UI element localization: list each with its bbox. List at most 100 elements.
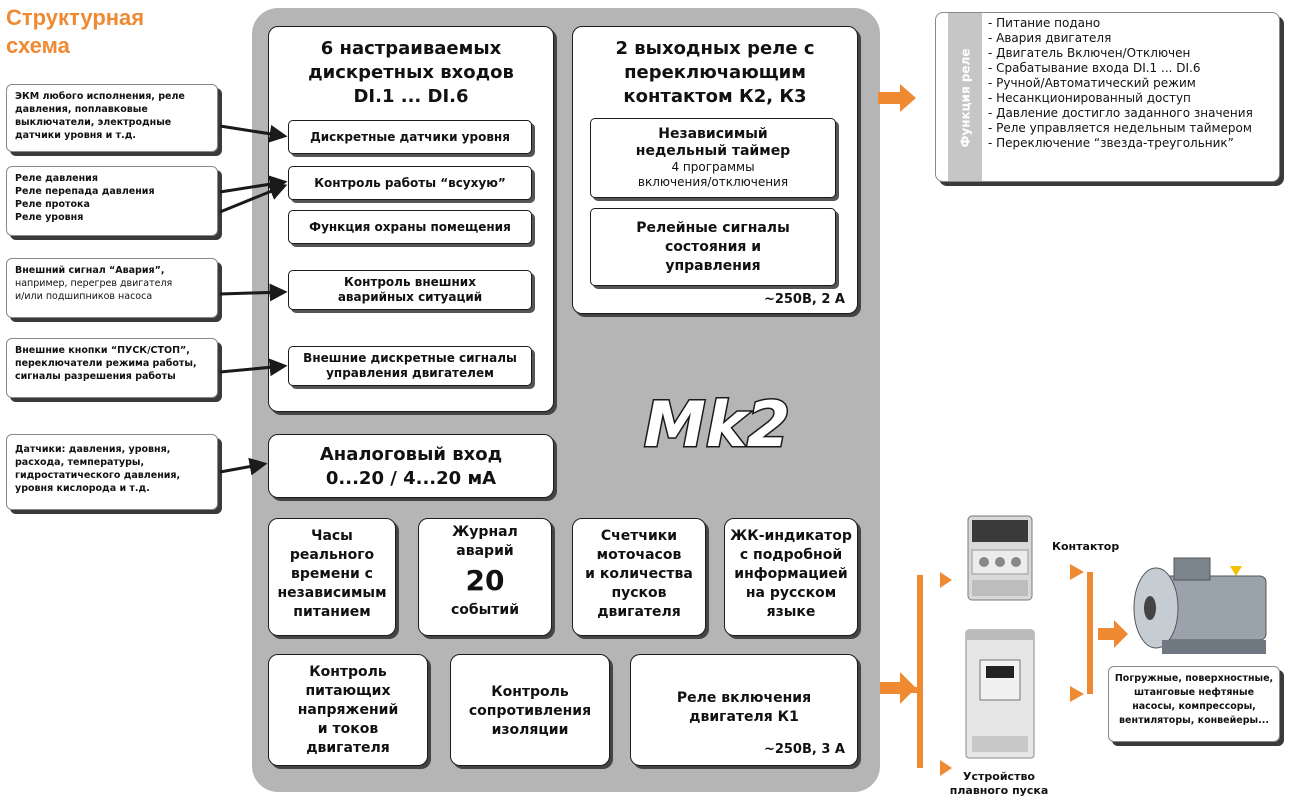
feature-line: Счетчики: [600, 528, 678, 544]
bottom-line: питающих: [305, 683, 391, 699]
arrow-contactor-out: [1050, 564, 1084, 580]
input-line: Реле давления: [15, 173, 98, 184]
arrow-starter-out: [1050, 686, 1084, 702]
output-relays-heading: 2 выходных реле с переключающим контакто…: [573, 37, 857, 109]
input-line: давления, поплавковые: [15, 104, 148, 115]
di-item-level-sensors: Дискретные датчики уровня: [288, 120, 532, 154]
input-line: Датчики: давления, уровня,: [15, 444, 171, 455]
input-line: датчики уровня и т.д.: [15, 130, 137, 141]
diagram-title: Структурная схема: [6, 4, 144, 60]
arrow-to-motor: [1098, 620, 1128, 648]
function-item: - Питание подано: [988, 16, 1101, 30]
di-item-external-alarms: Контроль внешних аварийных ситуаций: [288, 270, 532, 310]
input-box-level-sensors: ЭКМ любого исполнения, реле давления, по…: [6, 84, 218, 152]
function-item: - Ручной/Автоматический режим: [988, 76, 1196, 90]
di-item-label: Дискретные датчики уровня: [310, 129, 510, 144]
input-box-relays: Реле давления Реле перепада давления Рел…: [6, 166, 218, 236]
input-line: сигналы разрешения работы: [15, 371, 176, 382]
alarm-log-box: Журнал аварий 20 событий: [418, 518, 552, 636]
discrete-inputs-heading: 6 настраиваемых дискретных входов DI.1 .…: [269, 37, 553, 109]
function-item: - Двигатель Включен/Отключен: [988, 46, 1191, 60]
relay-functions-label: Функция реле: [958, 48, 972, 148]
bottom-line: Контроль: [491, 684, 569, 700]
function-item: - Переключение “звезда-треугольник”: [988, 136, 1234, 150]
feature-line: пусков: [611, 585, 667, 601]
di-item-dry-run: Контроль работы “всухую”: [288, 166, 532, 200]
heading-line: 6 настраиваемых: [320, 38, 502, 59]
relays-rating: ~250В, 2 А: [763, 292, 845, 307]
bottom-line: двигателя: [306, 740, 390, 756]
arrow-to-functions: [878, 84, 916, 112]
di-item-label: Контроль внешних аварийных ситуаций: [337, 275, 483, 304]
k1-relay-box: Реле включения двигателя К1 ~250В, 3 А: [630, 654, 858, 766]
feature-line: на русском: [745, 585, 837, 601]
feature-line: языке: [766, 604, 816, 620]
alarm-log-count: 20: [465, 564, 505, 597]
loads-line: насосы, компрессоры,: [1132, 701, 1256, 712]
relay-functions-list: - Питание подано - Авария двигателя - Дв…: [988, 16, 1253, 151]
feature-line: с подробной: [739, 547, 843, 563]
loads-line: Погружные, поверхностные,: [1114, 673, 1274, 684]
signals-line: управления: [665, 257, 761, 274]
heading-line: 2 выходных реле с: [615, 38, 815, 59]
timer-title-line: недельный таймер: [635, 143, 791, 159]
di-item-room-security: Функция охраны помещения: [288, 210, 532, 244]
feature-line: Журнал: [452, 524, 518, 540]
feature-line: информацией: [734, 566, 848, 582]
feature-line: и количества: [585, 566, 693, 582]
di-item-label: Внешние дискретные сигналы управления дв…: [303, 351, 517, 380]
relay-functions-bar: Функция реле: [948, 13, 982, 181]
arrow-to-starter: [920, 760, 952, 776]
feature-line: событий: [450, 602, 520, 618]
feature-line: питанием: [293, 604, 371, 620]
input-box-alarm-signal: Внешний сигнал “Авария”, например, перег…: [6, 258, 218, 318]
timer-title-line: Независимый: [658, 126, 768, 142]
feature-line: двигателя: [597, 604, 681, 620]
arrow-input-1: [219, 124, 288, 143]
mk2-logo-text: Mk2: [644, 388, 790, 458]
input-line: расхода, температуры,: [15, 457, 145, 468]
soft-starter-label-line: Устройство: [963, 770, 1035, 783]
feature-line: ЖК-индикатор: [730, 528, 852, 544]
rtc-box: Часы реального времени с независимым пит…: [268, 518, 396, 636]
weekly-timer-box: Независимый недельный таймер 4 программы…: [590, 118, 836, 198]
analog-input-box: Аналоговый вход 0...20 / 4...20 мА: [268, 434, 554, 498]
function-item: - Срабатывание входа DI.1 ... DI.6: [988, 61, 1201, 75]
di-item-label: Контроль работы “всухую”: [314, 175, 506, 190]
input-box-start-stop: Внешние кнопки “ПУСК/СТОП”, переключател…: [6, 338, 218, 398]
arrow-k1-out: [880, 672, 916, 704]
loads-box: Погружные, поверхностные, штанговые нефт…: [1108, 666, 1280, 742]
arrow-to-contactor: [920, 572, 952, 588]
input-line: Реле протока: [15, 199, 90, 210]
input-line: выключатели, электродные: [15, 117, 172, 128]
soft-starter-image: [965, 629, 1035, 759]
feature-line: времени с: [291, 566, 373, 582]
heading-line: контактом К2, К3: [623, 86, 807, 107]
k1-line: двигателя К1: [689, 709, 799, 725]
input-arrows: [219, 124, 288, 476]
heading-line: DI.1 ... DI.6: [353, 86, 469, 107]
insulation-control-box: Контроль сопротивления изоляции: [450, 654, 610, 766]
input-line: Внешний сигнал “Авария”,: [15, 265, 165, 276]
signals-line: Релейные сигналы: [636, 219, 790, 236]
function-item: - Реле управляется недельным таймером: [988, 121, 1252, 135]
input-line: ЭКМ любого исполнения, реле: [15, 91, 185, 102]
analog-line: 0...20 / 4...20 мА: [325, 468, 497, 489]
input-line: уровня кислорода и т.д.: [15, 483, 150, 494]
relay-signals-box: Релейные сигналы состояния и управления: [590, 208, 836, 286]
input-line: гидростатического давления,: [15, 470, 181, 481]
di-item-motor-control-signals: Внешние дискретные сигналы управления дв…: [288, 346, 532, 386]
counters-box: Счетчики моточасов и количества пусков д…: [572, 518, 706, 636]
di-item-label: Функция охраны помещения: [309, 219, 511, 234]
feature-line: Часы: [311, 528, 353, 544]
input-box-analog-sensors: Датчики: давления, уровня, расхода, темп…: [6, 434, 218, 510]
input-line: например, перегрев двигателя: [15, 278, 173, 289]
arrow-input-5: [219, 457, 268, 476]
signals-line: состояния и: [664, 238, 762, 255]
timer-sub-line: 4 программы: [671, 160, 755, 174]
soft-starter-label: Устройство плавного пуска: [944, 770, 1054, 798]
lcd-indicator-box: ЖК-индикатор с подробной информацией на …: [724, 518, 858, 636]
input-line: переключатели режима работы,: [15, 358, 197, 369]
input-line: и/или подшипников насоса: [15, 291, 153, 302]
